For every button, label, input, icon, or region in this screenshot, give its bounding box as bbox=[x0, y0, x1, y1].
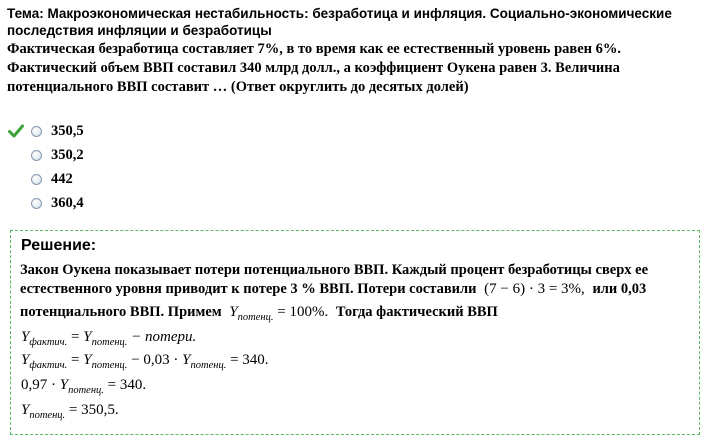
topic-title: Тема: Макроэкономическая нестабильность:… bbox=[7, 6, 672, 38]
solution-line-2-tail: или 0,03 bbox=[592, 281, 647, 297]
equation-3: 0,97 · Yпотенц. = 340. bbox=[21, 377, 147, 396]
option-1-radio[interactable] bbox=[31, 126, 42, 137]
equation-4: Yпотенц. = 350,5. bbox=[21, 402, 119, 421]
solution-line-1: Закон Оукена показывает потери потенциал… bbox=[20, 262, 649, 278]
solution-line-2-text: естественного уровня приводит к потере 3… bbox=[20, 281, 477, 297]
option-4-label: 360,4 bbox=[51, 195, 84, 211]
option-2-radio[interactable] bbox=[31, 150, 42, 161]
solution-line-3: потенциального ВВП. Примем Yпотенц. = 10… bbox=[20, 303, 498, 327]
question-text: Фактическая безработица составляет 7%, в… bbox=[7, 41, 622, 95]
solution-box: Решение: Закон Оукена показывает потери … bbox=[10, 230, 700, 435]
checkmark-icon bbox=[8, 124, 24, 138]
potential-gdp-assumption: Yпотенц. = 100%. bbox=[229, 304, 329, 323]
equation-1: Yфактич. = Yпотенц. − потери. bbox=[21, 329, 197, 348]
option-2-label: 350,2 bbox=[51, 147, 84, 163]
option-3-radio[interactable] bbox=[31, 174, 42, 185]
equation-2: Yфактич. = Yпотенц. − 0,03 · Yпотенц. = … bbox=[21, 352, 269, 371]
solution-title: Решение: bbox=[21, 237, 97, 254]
solution-line-3-tail: Тогда фактический ВВП bbox=[335, 304, 498, 320]
losses-formula: (7 − 6) · 3 = 3%, bbox=[484, 281, 585, 297]
solution-line-3-text: потенциального ВВП. Примем bbox=[20, 304, 222, 320]
solution-line-2: естественного уровня приводит к потере 3… bbox=[20, 280, 646, 299]
option-4-radio[interactable] bbox=[31, 198, 42, 209]
option-3-label: 442 bbox=[51, 171, 73, 187]
option-1-label: 350,5 bbox=[51, 123, 84, 139]
